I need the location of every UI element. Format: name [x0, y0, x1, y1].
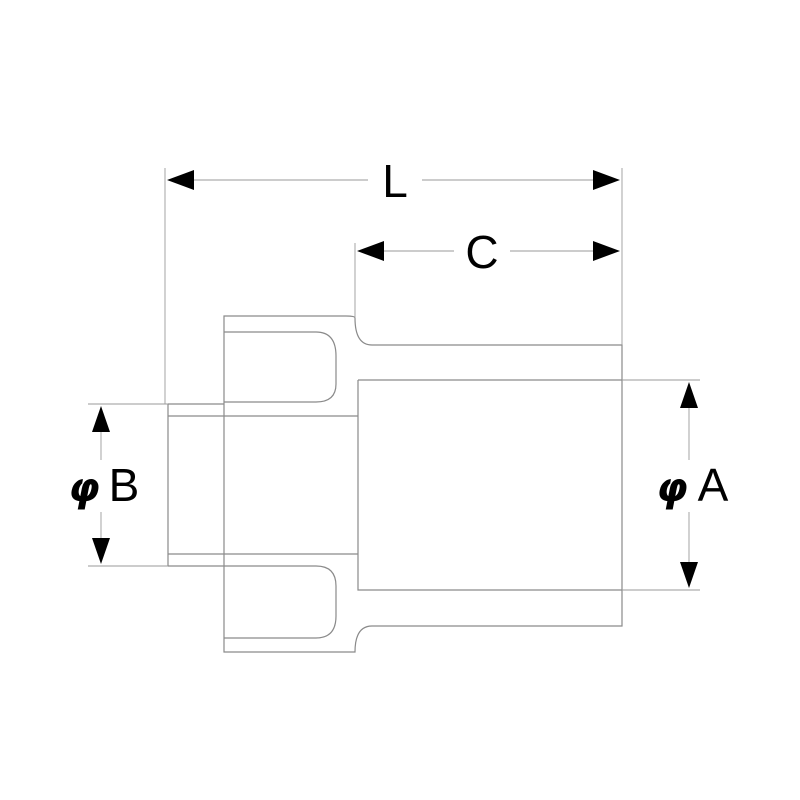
arrow-down-icon	[92, 538, 110, 564]
diameter-symbol-icon: φ	[68, 465, 99, 511]
extension-lines	[88, 168, 700, 591]
arrow-down-icon	[680, 562, 698, 588]
arrow-right-icon	[593, 170, 620, 190]
arrow-right-icon	[593, 241, 620, 261]
dimension-label-L: L	[382, 155, 408, 207]
dimension-label-B: B	[109, 459, 140, 511]
upper-cavity	[224, 331, 337, 403]
dimension-C: C	[357, 226, 620, 278]
arrow-left-icon	[167, 170, 194, 190]
arrow-up-icon	[680, 382, 698, 408]
small-bore	[167, 403, 358, 567]
large-body-outer	[223, 315, 623, 653]
dimension-A: φ A	[650, 382, 736, 588]
diameter-symbol-icon: φ	[656, 465, 687, 511]
arrow-up-icon	[92, 406, 110, 432]
dimension-L: L	[167, 155, 620, 207]
dimension-label-A: A	[698, 459, 729, 511]
part-outline	[167, 315, 623, 653]
dimension-B: φ B	[60, 406, 146, 564]
large-bore	[357, 379, 622, 591]
dimension-label-C: C	[465, 226, 498, 278]
lower-cavity	[224, 565, 337, 639]
arrow-left-icon	[357, 241, 384, 261]
